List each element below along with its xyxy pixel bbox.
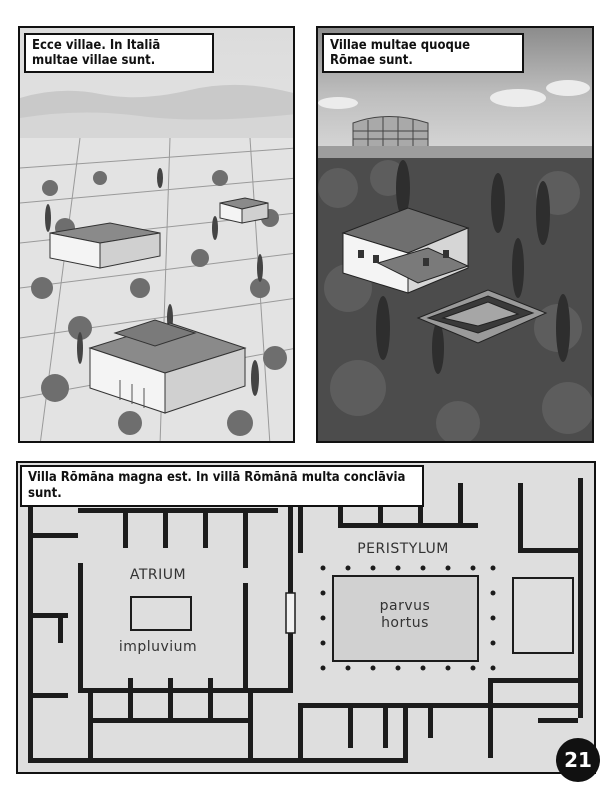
panel-rome-villa: Villae multae quoque Rōmae sunt. xyxy=(316,26,594,443)
caption-countryside: Ecce villae. In Italiā multae villae sun… xyxy=(24,33,214,73)
label-impluvium: impluvium xyxy=(118,639,198,655)
caption-rome: Villae multae quoque Rōmae sunt. xyxy=(322,33,524,73)
villa-floor-plan xyxy=(18,463,594,772)
page-number: 21 xyxy=(556,738,600,782)
panel-countryside-villas: Ecce villae. In Italiā multae villae sun… xyxy=(18,26,295,443)
rome-villa-illustration xyxy=(318,28,592,441)
label-atrium: ATRIUM xyxy=(129,567,187,583)
label-hortus: parvus hortus xyxy=(379,598,431,631)
countryside-villas-illustration xyxy=(20,28,293,441)
caption-floor-plan: Villa Rōmāna magna est. In villā Rōmānā … xyxy=(20,465,424,507)
label-peristylum: PERISTYLUM xyxy=(357,541,449,557)
panel-floor-plan: Villa Rōmāna magna est. In villā Rōmānā … xyxy=(16,461,596,774)
